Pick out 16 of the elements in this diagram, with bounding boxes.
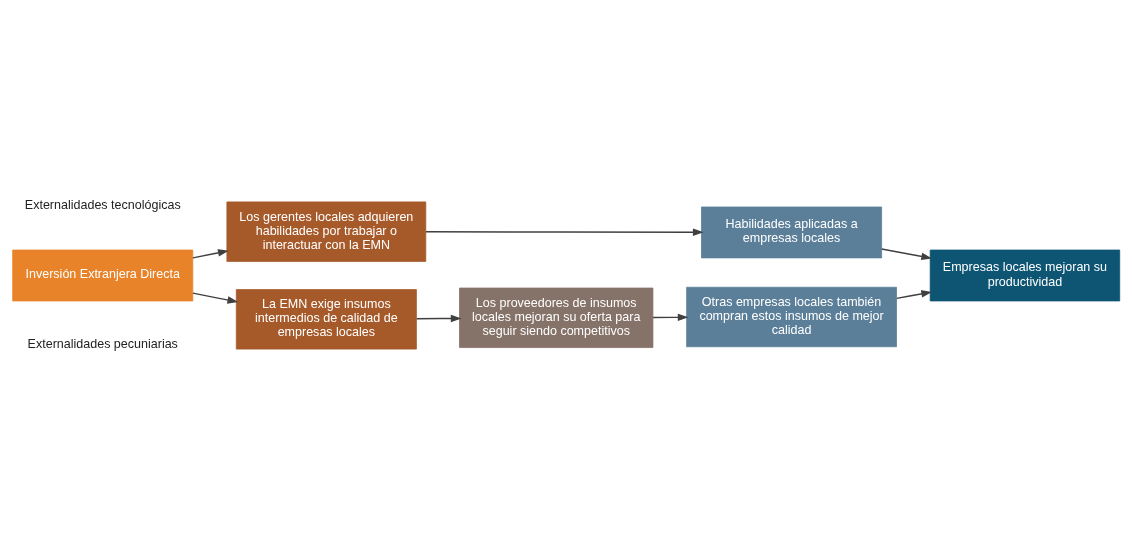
node-box: Otras empresas locales también compran estos insumos de mejor calidad xyxy=(686,286,897,347)
node-box: La EMN exige insumos intermedios de calidad de empresas locales xyxy=(235,288,417,349)
arrow xyxy=(425,228,704,236)
label: Externalidades tecnológicas xyxy=(24,197,181,212)
node-box: Inversión Extranjera Directa xyxy=(12,249,194,301)
node-box: Los gerentes locales adquieren habilidades por trabajar o interactuar con la EMN xyxy=(226,201,427,262)
label: Externalidades pecuniarias xyxy=(27,336,178,351)
arrow xyxy=(652,313,689,321)
arrow xyxy=(880,247,932,260)
arrow xyxy=(192,291,239,304)
node-box: Habilidades aplicadas a empresas locales xyxy=(701,206,882,258)
arrow xyxy=(416,314,462,322)
arrow xyxy=(192,248,229,259)
node-box: Los proveedores de insumos locales mejoran su oferta para seguir siendo competitivos xyxy=(459,287,654,348)
node-box: Empresas locales mejoran su productividad xyxy=(929,249,1121,301)
arrow xyxy=(896,289,932,299)
